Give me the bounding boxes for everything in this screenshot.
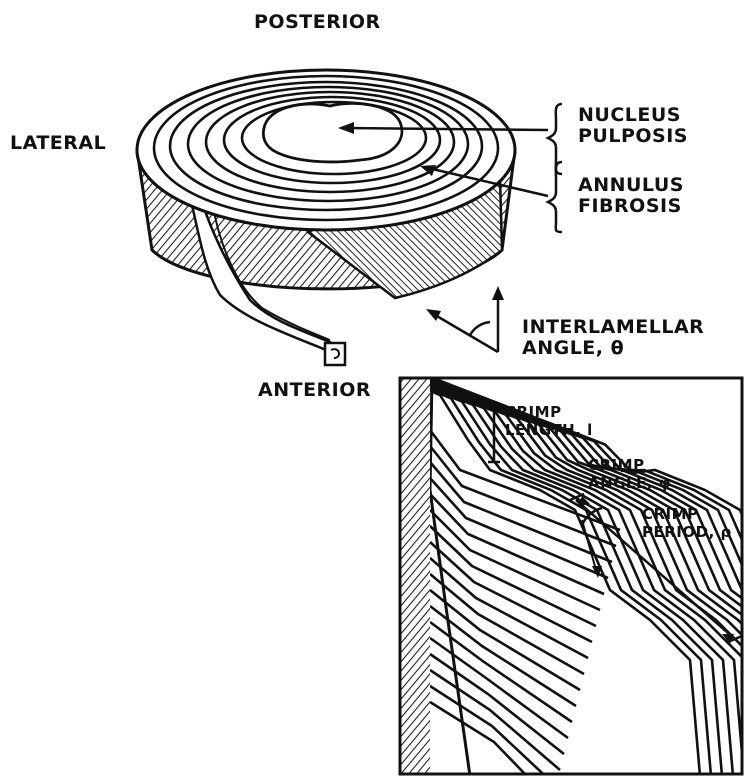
label-interlamellar-line2: ANGLE, θ	[522, 338, 704, 359]
interlamellar-angle-symbol	[430, 292, 498, 352]
label-lateral: LATERAL	[10, 133, 106, 154]
label-annulus-fibrosis: ANNULUS FIBROSIS	[578, 175, 684, 218]
label-interlamellar-line1: INTERLAMELLAR	[522, 317, 704, 338]
brace-annulus	[548, 162, 562, 232]
label-crimp-period-line2: PERIOD, ρ	[642, 524, 732, 542]
detail-marker-square	[325, 343, 345, 365]
label-nucleus-line2: PULPOSIS	[578, 126, 688, 147]
label-crimp-angle-line2: ANGLE, φ	[588, 475, 671, 493]
label-posterior: POSTERIOR	[254, 12, 381, 33]
label-annulus-line2: FIBROSIS	[578, 196, 684, 217]
nucleus-pulposus	[263, 103, 402, 162]
label-crimp-length-line2: LENGTH, l	[505, 422, 593, 440]
label-nucleus-pulposis: NUCLEUS PULPOSIS	[578, 105, 688, 148]
label-annulus-line1: ANNULUS	[578, 175, 684, 196]
label-crimp-angle-line1: CRIMP	[588, 457, 671, 475]
label-crimp-period-line1: CRIMP	[642, 506, 732, 524]
label-interlamellar-angle: INTERLAMELLAR ANGLE, θ	[522, 317, 704, 360]
label-nucleus-line1: NUCLEUS	[578, 105, 688, 126]
label-crimp-period: CRIMP PERIOD, ρ	[642, 506, 732, 541]
label-crimp-angle: CRIMP ANGLE, φ	[588, 457, 671, 492]
label-crimp-length: CRIMP LENGTH, l	[505, 404, 593, 439]
label-anterior: ANTERIOR	[258, 380, 371, 401]
label-crimp-length-line1: CRIMP	[505, 404, 593, 422]
